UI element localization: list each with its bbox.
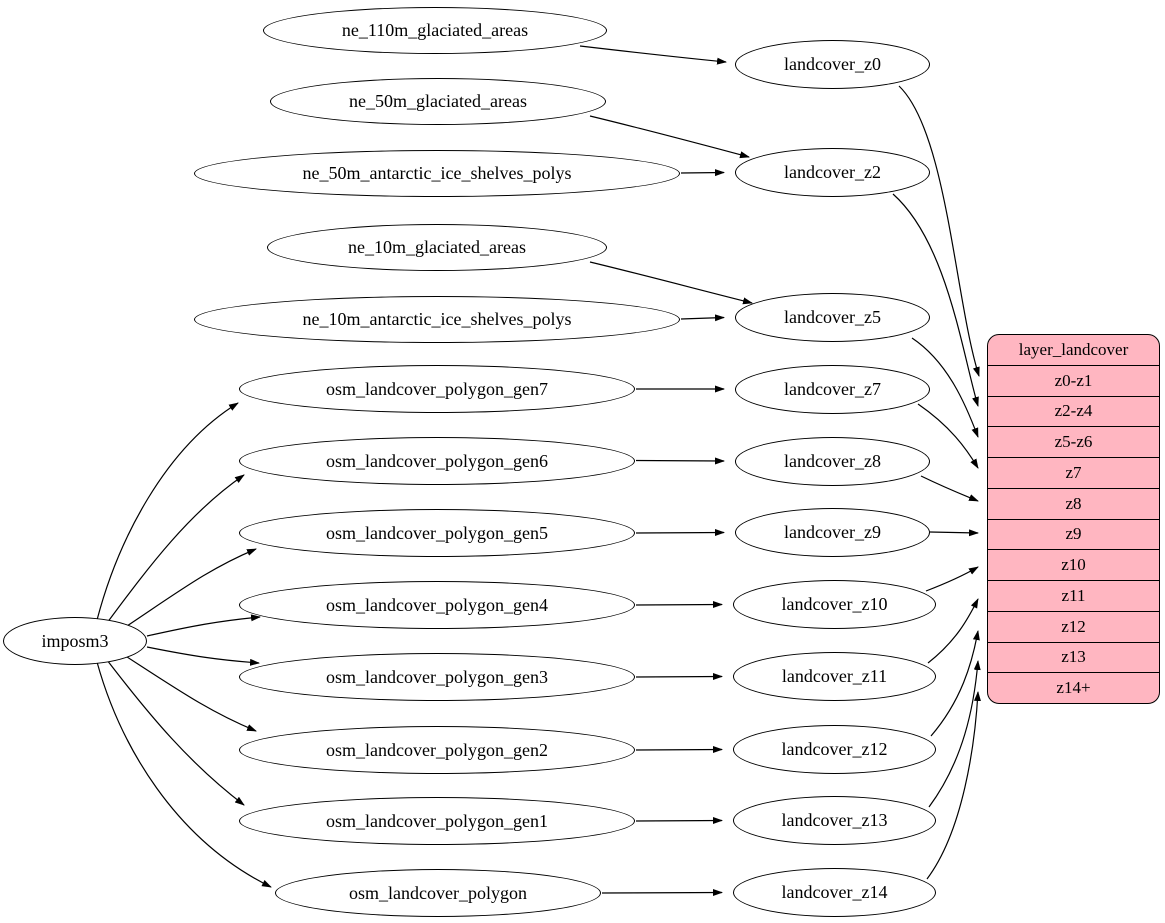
edge <box>146 614 261 637</box>
edge <box>930 630 980 737</box>
edge <box>635 817 723 825</box>
edge <box>589 115 750 159</box>
table-row-z9: z9 <box>988 518 1159 550</box>
table-row-z8: z8 <box>988 487 1159 519</box>
node-ne-50m-glaciated-areas: ne_50m_glaciated_areas <box>270 78 606 125</box>
edge <box>96 661 272 888</box>
table-row-z14plus: z14+ <box>988 672 1159 703</box>
node-landcover-z13: landcover_z13 <box>733 796 936 845</box>
edge <box>123 654 257 732</box>
edge <box>635 601 723 609</box>
node-landcover-z8: landcover_z8 <box>735 437 930 486</box>
table-row-z5-z6: z5-z6 <box>988 426 1159 457</box>
node-landcover-z2: landcover_z2 <box>735 148 930 197</box>
node-landcover-z7: landcover_z7 <box>735 365 930 414</box>
table-row-z7: z7 <box>988 457 1159 488</box>
edge <box>635 746 723 754</box>
node-ne-10m-antarctic-ice-shelves-polys: ne_10m_antarctic_ice_shelves_polys <box>194 296 680 343</box>
node-landcover-z14: landcover_z14 <box>733 868 936 917</box>
node-ne-50m-antarctic-ice-shelves-polys: ne_50m_antarctic_ice_shelves_polys <box>194 150 680 197</box>
edge <box>925 566 979 592</box>
edge <box>898 85 980 377</box>
node-landcover-z9: landcover_z9 <box>735 508 930 557</box>
edge <box>917 403 979 469</box>
node-landcover-z5: landcover_z5 <box>735 293 930 342</box>
node-osm-landcover-polygon-gen4: osm_landcover_polygon_gen4 <box>239 581 635 629</box>
node-osm-landcover-polygon-gen3: osm_landcover_polygon_gen3 <box>239 653 635 701</box>
node-landcover-z0: landcover_z0 <box>735 40 930 89</box>
node-osm-landcover-polygon-gen5: osm_landcover_polygon_gen5 <box>239 509 635 557</box>
edge <box>635 457 725 465</box>
edge <box>106 659 245 806</box>
table-row-z12: z12 <box>988 610 1159 642</box>
edge <box>589 261 753 305</box>
node-osm-landcover-polygon: osm_landcover_polygon <box>275 869 601 917</box>
table-row-z10: z10 <box>988 549 1159 580</box>
node-ne-10m-glaciated-areas: ne_10m_glaciated_areas <box>267 224 607 271</box>
node-osm-landcover-polygon-gen1: osm_landcover_polygon_gen1 <box>239 797 635 845</box>
edge <box>929 529 979 537</box>
node-imposm3: imposm3 <box>3 617 147 665</box>
edge <box>146 646 260 666</box>
table-row-z2-z4: z2-z4 <box>988 395 1159 427</box>
edge <box>927 598 979 664</box>
edge <box>926 691 981 880</box>
node-landcover-z11: landcover_z11 <box>733 652 936 701</box>
edge <box>911 337 979 438</box>
edge <box>96 402 239 621</box>
node-landcover-z12: landcover_z12 <box>733 725 936 774</box>
edge <box>928 660 981 808</box>
layer-landcover-table: layer_landcover z0-z1 z2-z4 z5-z6 z7 z8 … <box>987 334 1160 704</box>
node-landcover-z10: landcover_z10 <box>733 580 936 629</box>
edge <box>635 529 725 537</box>
edge <box>680 314 725 322</box>
edge <box>123 548 257 629</box>
node-osm-landcover-polygon-gen7: osm_landcover_polygon_gen7 <box>239 365 635 413</box>
edge <box>680 169 725 177</box>
edge <box>106 474 245 624</box>
table-title: layer_landcover <box>1018 339 1129 359</box>
edge <box>920 475 979 502</box>
node-ne-110m-glaciated-areas: ne_110m_glaciated_areas <box>263 7 607 54</box>
table-row-z11: z11 <box>988 580 1159 611</box>
table-row-z0-z1: z0-z1 <box>988 364 1159 396</box>
edge <box>892 193 979 407</box>
node-osm-landcover-polygon-gen2: osm_landcover_polygon_gen2 <box>239 726 635 774</box>
edge <box>579 45 727 65</box>
edge <box>635 673 723 681</box>
table-row-z13: z13 <box>988 641 1159 673</box>
node-osm-landcover-polygon-gen6: osm_landcover_polygon_gen6 <box>239 437 635 485</box>
edge <box>601 889 723 897</box>
